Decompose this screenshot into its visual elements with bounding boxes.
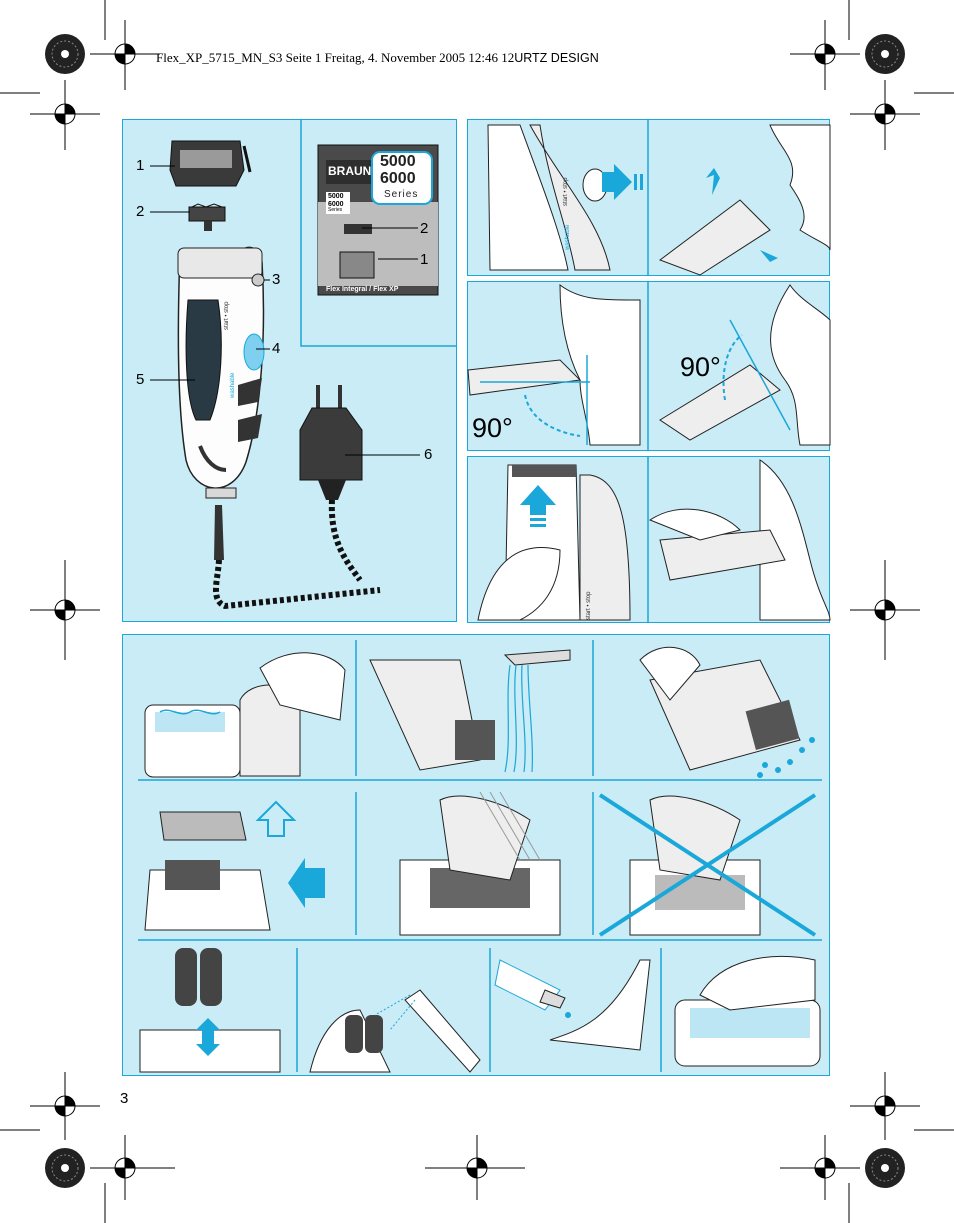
package-series-bottom: 6000 — [380, 170, 416, 187]
part-label-4: 4 — [272, 340, 281, 357]
package-callout-1: 1 — [420, 251, 429, 268]
package-series-word: Series — [384, 189, 419, 200]
part-label-3: 3 — [272, 271, 281, 288]
angle-label-right: 90° — [680, 352, 721, 382]
part-label-2: 2 — [136, 203, 145, 220]
part-label-1: 1 — [136, 157, 145, 174]
print-slug-main: Flex_XP_5715_MN_S3 Seite 1 Freitag, 4. N… — [156, 50, 515, 65]
page-number: 3 — [120, 1090, 129, 1107]
print-slug-tail: URTZ DESIGN — [514, 51, 599, 65]
package-series-top: 5000 — [380, 153, 416, 170]
part-label-5: 5 — [136, 371, 145, 388]
part-label-6: 6 — [424, 446, 433, 463]
package-brand: BRAUN — [328, 164, 372, 178]
package-mini-bottom: 6000 — [328, 201, 344, 208]
print-slug: Flex_XP_5715_MN_S3 Seite 1 Freitag, 4. N… — [156, 50, 599, 66]
package-mini-word: Series — [328, 207, 343, 213]
package-mini-top: 5000 — [328, 193, 344, 200]
package-model: Flex Integral / Flex XP — [326, 286, 399, 293]
package-callout-2: 2 — [420, 220, 429, 237]
angle-label-left: 90° — [472, 413, 513, 443]
